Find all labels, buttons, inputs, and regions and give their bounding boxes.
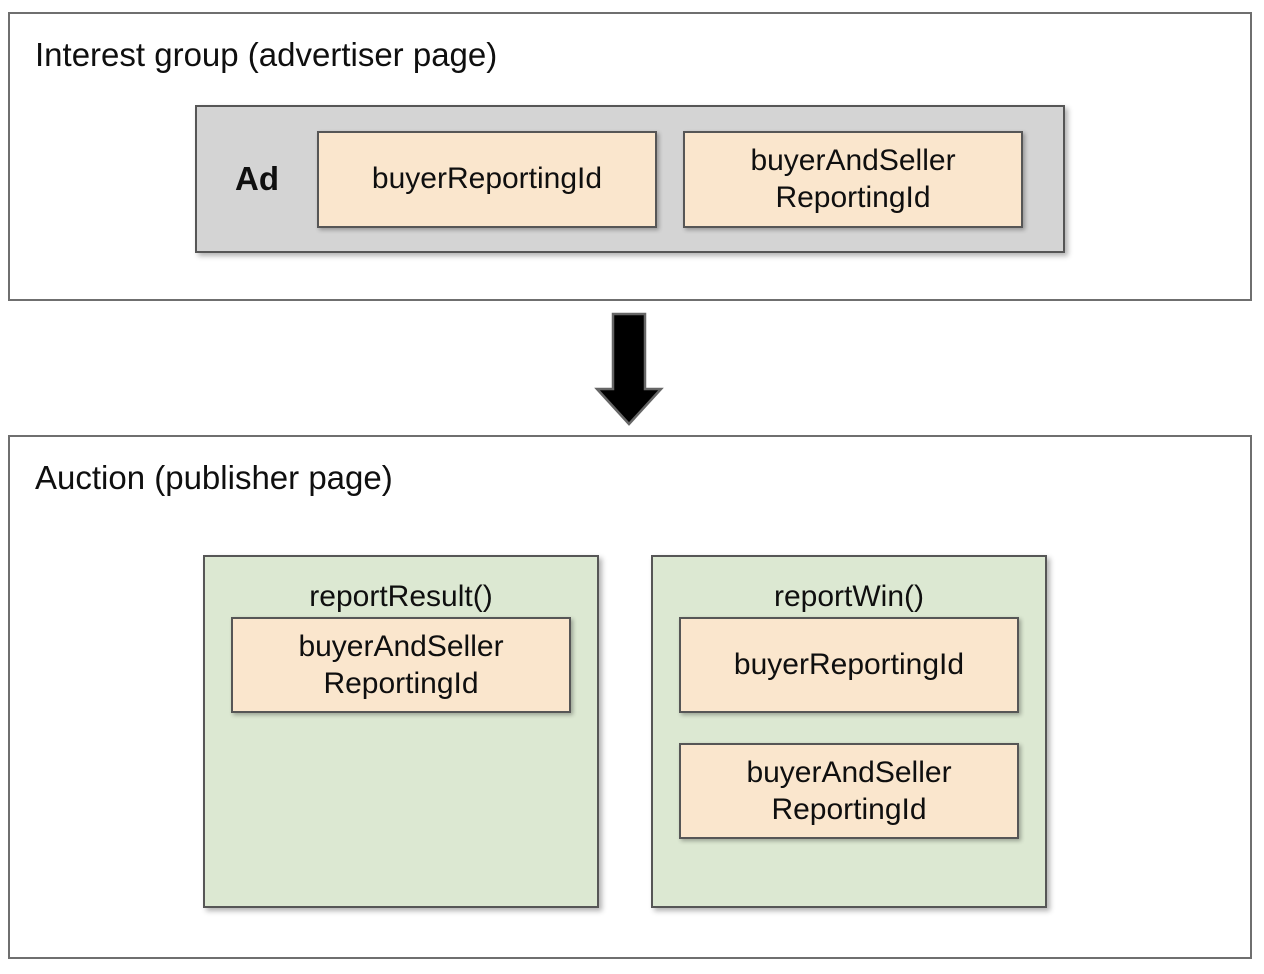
ad-box: Ad buyerReportingId buyerAndSeller Repor… — [195, 105, 1065, 253]
auction-panel: Auction (publisher page) reportResult() … — [8, 435, 1252, 959]
down-arrow-icon — [594, 312, 664, 426]
interest-group-panel: Interest group (advertiser page) Ad buye… — [8, 12, 1252, 301]
ig-buyer-reporting-id-chip: buyerReportingId — [317, 130, 657, 228]
report-win-box: reportWin() buyerReportingId buyerAndSel… — [651, 555, 1047, 908]
report-result-title: reportResult() — [309, 580, 493, 613]
auction-title: Auction (publisher page) — [35, 459, 393, 496]
report-win-buyer-reporting-id-chip: buyerReportingId — [679, 617, 1019, 713]
report-win-buyer-and-seller-reporting-id-chip: buyerAndSeller ReportingId — [679, 743, 1019, 839]
ad-label: Ad — [235, 160, 279, 197]
report-result-buyer-and-seller-reporting-id-chip: buyerAndSeller ReportingId — [231, 617, 571, 713]
report-result-box: reportResult() buyerAndSeller ReportingI… — [203, 555, 599, 908]
ig-buyer-and-seller-reporting-id-chip: buyerAndSeller ReportingId — [683, 130, 1023, 228]
report-win-title: reportWin() — [773, 580, 924, 613]
interest-group-title: Interest group (advertiser page) — [35, 36, 498, 73]
